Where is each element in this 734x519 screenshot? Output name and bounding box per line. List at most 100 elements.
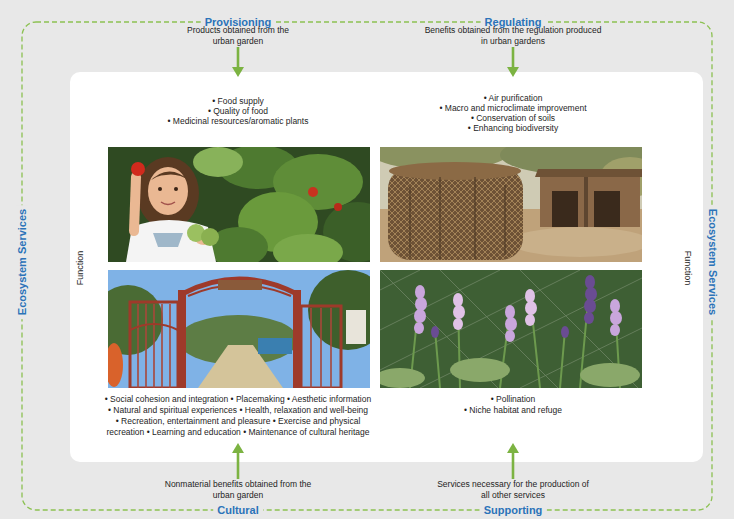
illustration-part xyxy=(505,305,515,319)
illustration-part xyxy=(410,177,505,259)
illustration-part xyxy=(585,287,597,301)
illustration-part xyxy=(535,169,642,177)
service-heading: Cultural xyxy=(213,504,263,517)
bullet-item: • Macro and microclimate improvement xyxy=(439,103,586,114)
illustration-part xyxy=(525,314,535,326)
illustration-part xyxy=(610,311,622,325)
bullet-item: • Quality of food xyxy=(208,106,268,117)
illustration-part xyxy=(415,285,425,299)
illustration-part xyxy=(346,310,366,344)
illustration-part xyxy=(525,289,535,303)
illustration-part xyxy=(585,275,595,289)
illustration-part xyxy=(138,304,170,388)
illustration-part xyxy=(510,227,642,257)
illustration-part xyxy=(561,326,569,338)
illustration-part xyxy=(507,67,519,77)
illustration-part xyxy=(137,157,199,229)
illustration-part xyxy=(258,338,292,354)
bullet-item: • Natural and spiritual experiences • He… xyxy=(108,405,368,416)
bullet-item: • Food supply xyxy=(212,96,264,107)
dashed-border xyxy=(22,22,712,510)
illustration-part xyxy=(505,330,515,342)
illustration-part xyxy=(161,202,175,205)
illustration-part xyxy=(130,324,178,330)
photo-garden-gate xyxy=(108,270,370,388)
white-panel xyxy=(70,72,703,462)
illustration-part xyxy=(525,301,537,315)
bullet-item: • Niche habitat and refuge xyxy=(464,405,562,416)
illustration-part xyxy=(584,177,588,227)
bullet-item: • Enhancing biodiversity xyxy=(468,123,558,134)
illustration-part xyxy=(389,162,521,180)
illustration-part xyxy=(308,187,318,197)
illustration-part xyxy=(453,318,463,330)
illustration-part xyxy=(134,177,136,231)
bullet-item: • Conservation of soils xyxy=(471,113,555,124)
illustration-part xyxy=(584,312,594,324)
bullet-item: recreation • Learning and education • Ma… xyxy=(106,427,369,438)
side-heading: Ecosystem Services xyxy=(706,205,719,319)
illustration-part xyxy=(580,363,640,387)
illustration-part xyxy=(308,270,370,350)
photo-garden-girl xyxy=(108,147,370,262)
illustration-part xyxy=(273,234,343,262)
function-label: Function xyxy=(683,251,694,286)
illustration-part xyxy=(232,67,244,77)
bullet-item: • Social cohesion and integration • Plac… xyxy=(105,394,371,405)
illustration-part xyxy=(431,326,439,338)
photo-compost xyxy=(380,147,642,262)
illustration-part xyxy=(453,293,463,307)
illustration-part xyxy=(218,280,262,290)
illustration-part xyxy=(414,285,622,342)
illustration-part xyxy=(414,309,426,323)
service-description: Products obtained from the urban garden xyxy=(182,25,294,46)
illustration-part xyxy=(540,175,640,227)
bullet-item: • Pollination xyxy=(491,394,536,405)
illustration-part xyxy=(431,275,597,338)
illustration-part xyxy=(237,47,240,68)
illustration-part xyxy=(380,270,642,388)
illustration-part xyxy=(505,317,517,331)
bullet-item: • Medicinal resources/aromatic plants xyxy=(168,116,309,127)
service-description: Benefits obtained from the regulation pr… xyxy=(422,25,604,46)
function-panel: • Food supply• Quality of food• Medicina… xyxy=(70,72,703,462)
illustration-part xyxy=(380,270,642,388)
illustration-part xyxy=(131,162,145,176)
illustration-part xyxy=(552,191,578,227)
illustration-part xyxy=(414,322,424,334)
illustration-part xyxy=(594,191,620,227)
bullet-item: • Recreation, entertainment and pleasure… xyxy=(116,416,361,427)
illustration-part xyxy=(158,187,162,191)
illustration-part xyxy=(334,203,342,211)
illustration-part xyxy=(388,167,523,260)
illustration-part xyxy=(450,358,510,382)
service-heading: Supporting xyxy=(480,504,547,517)
photo-lavender xyxy=(380,270,642,388)
illustration-part xyxy=(610,324,620,336)
illustration-part xyxy=(507,443,519,453)
illustration-part xyxy=(512,452,515,479)
illustration-part xyxy=(237,452,240,479)
illustration-part xyxy=(415,297,427,311)
illustration-part xyxy=(193,147,243,177)
illustration-part xyxy=(512,47,515,68)
illustration-part xyxy=(108,343,123,387)
service-description: Services necessary for the production of… xyxy=(433,479,593,500)
illustration-part xyxy=(388,167,523,260)
illustration-part xyxy=(201,228,219,246)
illustration-part xyxy=(453,305,465,319)
bullet-item: • Air purification xyxy=(484,93,543,104)
illustration-part xyxy=(232,443,244,453)
illustration-part xyxy=(380,358,640,388)
illustration-part xyxy=(380,368,425,388)
illustration-part xyxy=(174,187,178,191)
illustration-part xyxy=(453,289,537,330)
service-description: Nonmaterial benefits obtained from the u… xyxy=(164,479,312,500)
side-heading: Ecosystem Services xyxy=(16,205,29,319)
function-label: Function xyxy=(75,251,86,286)
illustration-part xyxy=(301,306,341,388)
illustration-part xyxy=(153,233,183,247)
illustration-part xyxy=(584,299,596,313)
illustration-part xyxy=(311,308,331,388)
